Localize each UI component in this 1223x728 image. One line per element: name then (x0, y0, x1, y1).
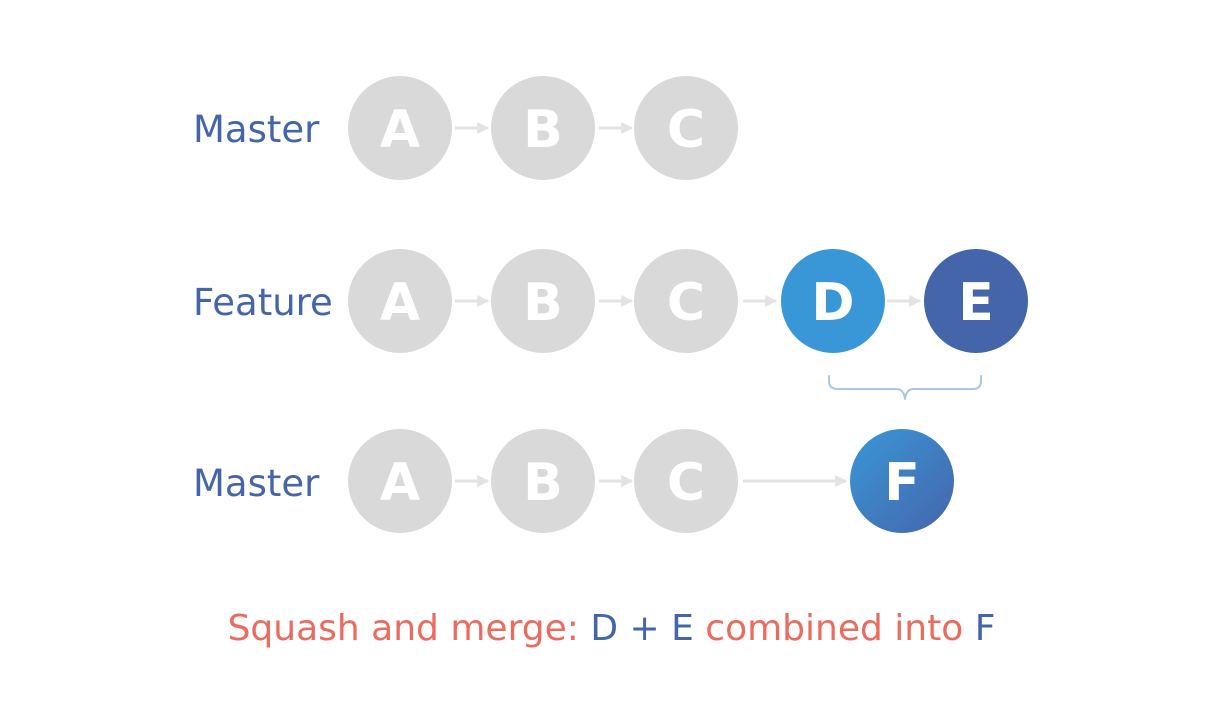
commit-node-d: D (781, 249, 885, 353)
commit-node-b: B (491, 249, 595, 353)
commit-label: A (380, 453, 420, 513)
commit-label: C (667, 100, 705, 160)
commit-node-b: B (491, 76, 595, 180)
caption-text: Squash and merge: (227, 608, 591, 649)
commit-node-a: A (348, 249, 452, 353)
commit-label: D (811, 273, 854, 333)
caption-highlight: D + E (590, 608, 694, 649)
commit-node-a: A (348, 429, 452, 533)
master-squashed-row: Master A B C F (193, 429, 954, 533)
row-label-master: Master (193, 462, 320, 505)
caption-highlight: F (974, 608, 996, 649)
feature-row: Feature A B C D E (193, 249, 1028, 400)
commit-label: C (667, 453, 705, 513)
row-label-master: Master (193, 108, 320, 151)
caption-text: combined into (693, 608, 975, 649)
commit-label: F (884, 453, 920, 513)
commit-node-c: C (634, 249, 738, 353)
commit-node-c: C (634, 429, 738, 533)
commit-node-f: F (850, 429, 954, 533)
master-row: Master A B C (193, 76, 738, 180)
squash-brace (828, 375, 982, 400)
commit-node-a: A (348, 76, 452, 180)
commit-node-c: C (634, 76, 738, 180)
diagram-caption: Squash and merge: D + E combined into F (0, 603, 1223, 655)
commit-label: B (523, 453, 563, 513)
commit-label: A (380, 100, 420, 160)
row-label-feature: Feature (193, 281, 333, 324)
commit-label: B (523, 273, 563, 333)
commit-label: E (958, 273, 994, 333)
commit-node-b: B (491, 429, 595, 533)
commit-label: A (380, 273, 420, 333)
commit-node-e: E (924, 249, 1028, 353)
commit-label: C (667, 273, 705, 333)
commit-label: B (523, 100, 563, 160)
